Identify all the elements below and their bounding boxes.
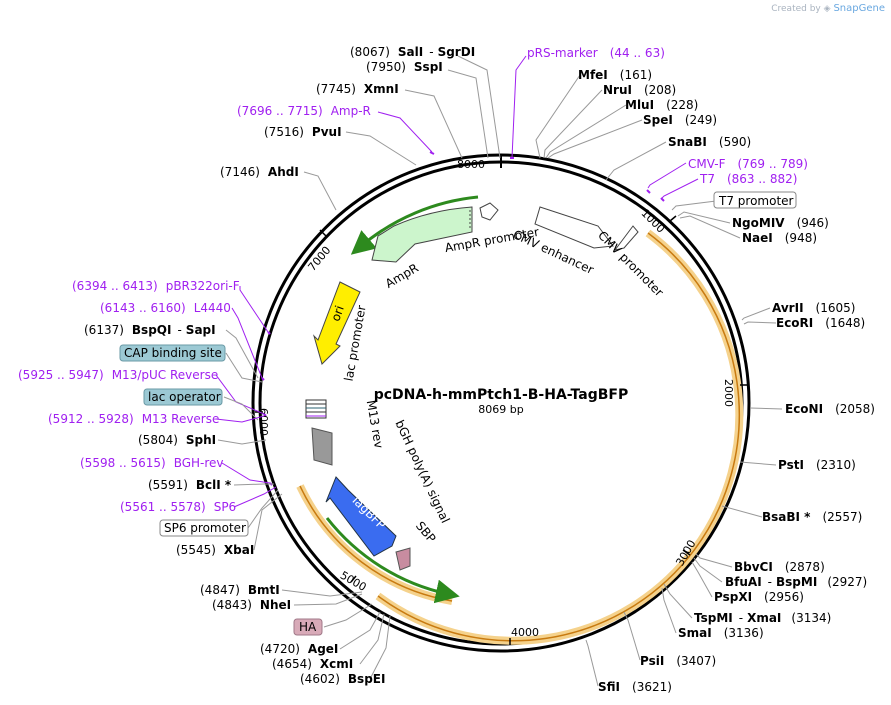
site-avrII: AvrII(1605) (772, 301, 855, 315)
ruler-tick-4000: 4000 (511, 626, 539, 639)
feature-cmv-enhancer-arrow (534, 206, 614, 249)
feature-label-ori: ori (328, 304, 346, 323)
created-by-text: Created by (771, 4, 821, 14)
leader-lines-right (511, 55, 783, 687)
site-salI-sgrdI: (8067)SalI-SgrDI (350, 45, 475, 59)
primer-prs-marker: pRS-marker(44 .. 63) (527, 46, 665, 60)
site-nheI: (4843)NheI (212, 598, 291, 612)
site-naeI: NaeI(948) (742, 231, 817, 245)
box-cap-binding-site: CAP binding site (124, 346, 222, 360)
feature-ampr-arrow (371, 206, 473, 263)
feature-ampr-promoter-arrow (479, 202, 499, 221)
site-mluI: MluI(228) (625, 98, 698, 112)
ruler-tick-6000: 6000 (257, 408, 270, 436)
feature-bgh-polya-block (311, 427, 333, 466)
orf-arc-tagbfp-inner (299, 485, 453, 602)
site-bspqI-sapI: (6137)BspQI-SapI (84, 323, 216, 337)
orf-arrow-tagbfp (325, 517, 460, 604)
site-pspxI: PspXI(2956) (714, 590, 804, 604)
feature-label-bgh-polya: bGH poly(A) signal (392, 418, 452, 525)
site-pvuI: (7516)PvuI (264, 125, 342, 139)
primer-l4440: (6143 .. 6160)L4440 (100, 301, 231, 315)
box-t7-promoter: T7 promoter (718, 194, 794, 208)
site-labels-right: pRS-marker(44 .. 63) MfeI(161) NruI(208)… (527, 46, 875, 694)
site-labels-left: (8067)SalI-SgrDI (7950)SspI (7745)XmnI (… (18, 45, 475, 686)
site-xbaI: (5545)XbaI (176, 543, 254, 557)
snapgene-brand-name: SnapGene (833, 3, 885, 14)
site-xmnI: (7745)XmnI (316, 82, 399, 96)
orf-arc-ptch1-inner (377, 232, 740, 642)
site-bbvcI: BbvCI(2878) (734, 560, 825, 574)
primer-m13-reverse: (5912 .. 5928)M13 Reverse (48, 412, 219, 426)
plasmid-size: 8069 bp (478, 403, 523, 416)
ruler-tick-1000: 1000 (638, 207, 667, 236)
snapgene-branding: Created by ◈ SnapGene (771, 3, 885, 14)
feature-labels: AmpR promoter AmpR CMV enhancer CMV prom… (328, 225, 666, 546)
primer-bgh-rev: (5598 .. 5615)BGH-rev (80, 456, 224, 470)
site-sphI: (5804)SphI (138, 433, 216, 447)
leader-lines (215, 55, 501, 680)
site-pstI: PstI(2310) (778, 458, 856, 472)
site-sspI: (7950)SspI (366, 60, 443, 74)
feature-lac-promoter-block (305, 399, 327, 419)
site-bfuaI-bspmI: BfuAI-BspMI(2927) (725, 575, 867, 589)
site-psiI: PsiI(3407) (640, 654, 716, 668)
boxed-labels: T7 promoter CAP binding site lac operato… (119, 191, 797, 636)
primer-sp6: (5561 .. 5578)SP6 (120, 500, 236, 514)
site-bmtI: (4847)BmtI (200, 583, 280, 597)
ruler-tick-2000: 2000 (722, 379, 735, 407)
feature-label-m13-rev: M13 rev (364, 399, 386, 449)
site-bspeI: (4602)BspEI (300, 672, 385, 686)
plasmid-name: pcDNA-h-mmPtch1-B-HA-TagBFP (374, 387, 629, 403)
site-mfeI: MfeI(161) (578, 68, 652, 82)
box-ha: HA (299, 620, 317, 634)
primer-t7: T7(863 .. 882) (699, 172, 797, 186)
orf-arc-ptch1 (375, 229, 744, 645)
site-smaI: SmaI(3136) (678, 626, 764, 640)
primer-pbr322ori-f: (6394 .. 6413)pBR322ori-F (72, 279, 240, 293)
site-xcmI: (4654)XcmI (272, 657, 353, 671)
site-bsabI: BsaBI *(2557) (762, 510, 862, 524)
primer-m13-puc-reverse: (5925 .. 5947)M13/pUC Reverse (18, 368, 218, 382)
site-ecoRI: EcoRI(1648) (776, 316, 865, 330)
orf-arrow-ampr (350, 195, 479, 255)
feature-ori-arrow (312, 281, 361, 365)
ruler-tick-5000: 5000 (338, 569, 369, 594)
snapgene-logo-icon: ◈ (823, 4, 831, 14)
site-ageI: (4720)AgeI (260, 642, 338, 656)
box-lac-operator: lac operator (148, 390, 221, 404)
site-speI: SpeI(249) (643, 113, 717, 127)
site-ngomiv: NgoMIV(946) (732, 216, 829, 230)
feature-cmv-promoter-arrow (613, 225, 639, 251)
box-sp6-promoter: SP6 promoter (164, 521, 246, 535)
primer-amp-r: (7696 .. 7715)Amp-R (237, 104, 371, 118)
site-snabI: SnaBI(590) (668, 135, 751, 149)
feature-sbp-arrow (395, 547, 411, 571)
site-tspmI-xmaI: TspMI-XmaI(3134) (694, 611, 831, 625)
site-bclI: (5591)BclI * (148, 478, 232, 492)
site-ecoNI: EcoNI(2058) (785, 402, 875, 416)
feature-tagbfp-arrow (325, 476, 397, 557)
feature-label-sbp: SBP (413, 519, 439, 546)
ruler-tick-8000: 8000 (457, 158, 485, 171)
primer-markers (261, 151, 665, 486)
site-sfiI: SfiI(3621) (598, 680, 672, 694)
site-ahdI: (7146)AhdI (220, 165, 299, 179)
primer-cmv-f: CMV-F(769 .. 789) (688, 157, 808, 171)
site-nruI: NruI(208) (603, 83, 676, 97)
feature-label-ampr: AmpR (383, 261, 421, 291)
